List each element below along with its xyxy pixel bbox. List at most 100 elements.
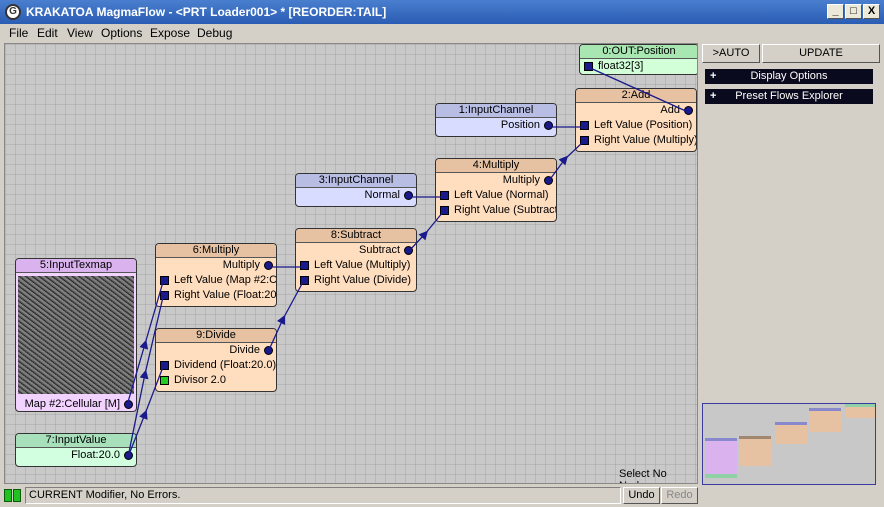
- output-socket-icon[interactable]: [544, 121, 553, 130]
- input-socket-icon[interactable]: [440, 191, 449, 200]
- menu-edit[interactable]: Edit: [37, 26, 58, 40]
- constant-socket-icon[interactable]: [160, 376, 169, 385]
- input-socket-row[interactable]: Right Value (Divide): [296, 273, 416, 288]
- output-socket-icon[interactable]: [264, 346, 273, 355]
- minimap-node: [705, 438, 737, 474]
- minimap-node: [705, 474, 737, 478]
- input-socket-row[interactable]: Left Value (Normal): [436, 188, 556, 203]
- input-socket-icon[interactable]: [580, 136, 589, 145]
- output-socket-row[interactable]: Subtract: [296, 243, 416, 258]
- minimap-node: [845, 404, 875, 418]
- socket-label: Subtract: [359, 244, 400, 256]
- socket-label: float32[3]: [598, 60, 644, 72]
- node-title[interactable]: 4:Multiply: [436, 159, 556, 173]
- output-socket-icon[interactable]: [684, 106, 693, 115]
- rollout-preset-flows-explorer[interactable]: + Preset Flows Explorer: [705, 89, 873, 104]
- menu-debug[interactable]: Debug: [197, 26, 233, 40]
- node-input-channel-normal[interactable]: 3:InputChannel Normal: [295, 173, 417, 207]
- node-multiply-4[interactable]: 4:Multiply Multiply Left Value (Normal) …: [435, 158, 557, 222]
- socket-label: Multiply: [222, 259, 260, 271]
- output-socket-row[interactable]: Position: [436, 118, 556, 133]
- menu-options[interactable]: Options: [101, 26, 143, 40]
- input-socket-icon[interactable]: [300, 276, 309, 285]
- input-socket-icon[interactable]: [440, 206, 449, 215]
- minimize-button[interactable]: _: [827, 4, 844, 19]
- output-socket-row[interactable]: Divide: [156, 343, 276, 358]
- input-socket-icon[interactable]: [584, 62, 593, 71]
- input-socket-row[interactable]: Left Value (Position): [576, 118, 696, 133]
- texture-preview: [18, 276, 134, 394]
- node-divide[interactable]: 9:Divide Divide Dividend (Float:20.0) Di…: [155, 328, 277, 392]
- node-title[interactable]: 3:InputChannel: [296, 174, 416, 188]
- close-button[interactable]: X: [863, 4, 880, 19]
- node-multiply-6[interactable]: 6:Multiply Multiply Left Value (Map #2:C…: [155, 243, 277, 307]
- maximize-button[interactable]: □: [845, 4, 862, 19]
- input-socket-row[interactable]: Divisor 2.0: [156, 373, 276, 388]
- app-logo-icon: G: [5, 4, 21, 20]
- update-button[interactable]: UPDATE: [762, 44, 880, 63]
- input-socket-row[interactable]: Dividend (Float:20.0): [156, 358, 276, 373]
- node-title[interactable]: 0:OUT:Position: [580, 45, 697, 59]
- input-socket-icon[interactable]: [300, 261, 309, 270]
- output-socket-icon[interactable]: [264, 261, 273, 270]
- output-socket-row[interactable]: Map #2:Cellular [M]: [16, 397, 136, 411]
- input-socket-row[interactable]: float32[3]: [580, 59, 697, 74]
- node-canvas[interactable]: 0:OUT:Position float32[3] 1:InputChannel…: [4, 43, 698, 484]
- node-title[interactable]: 7:InputValue: [16, 434, 136, 448]
- socket-label: Divide: [229, 344, 260, 356]
- redo-button[interactable]: Redo: [661, 487, 698, 504]
- socket-label: Right Value (Multiply): [594, 134, 697, 146]
- node-title[interactable]: 6:Multiply: [156, 244, 276, 258]
- node-add[interactable]: 2:Add Add Left Value (Position) Right Va…: [575, 88, 697, 152]
- expand-plus-icon: +: [710, 70, 717, 82]
- output-socket-row[interactable]: Add: [576, 103, 696, 118]
- input-socket-row[interactable]: Right Value (Multiply): [576, 133, 696, 148]
- status-ok-icon: [4, 489, 12, 502]
- input-socket-row[interactable]: Right Value (Float:20: [156, 288, 276, 303]
- node-input-channel-position[interactable]: 1:InputChannel Position: [435, 103, 557, 137]
- output-socket-icon[interactable]: [124, 451, 133, 460]
- output-socket-row[interactable]: Multiply: [436, 173, 556, 188]
- input-socket-icon[interactable]: [160, 361, 169, 370]
- input-socket-icon[interactable]: [160, 276, 169, 285]
- node-title[interactable]: 5:InputTexmap: [16, 259, 136, 273]
- input-socket-row[interactable]: Left Value (Map #2:C: [156, 273, 276, 288]
- output-socket-icon[interactable]: [124, 400, 133, 409]
- output-socket-row[interactable]: Normal: [296, 188, 416, 203]
- socket-label: Add: [660, 104, 680, 116]
- output-socket-icon[interactable]: [404, 191, 413, 200]
- socket-label: Float:20.0: [71, 449, 120, 461]
- menu-file[interactable]: File: [9, 26, 29, 40]
- node-out-position[interactable]: 0:OUT:Position float32[3]: [579, 44, 697, 75]
- menu-view[interactable]: View: [67, 26, 93, 40]
- undo-button[interactable]: Undo: [623, 487, 660, 504]
- output-socket-row[interactable]: Float:20.0: [16, 448, 136, 463]
- node-input-texmap[interactable]: 5:InputTexmap Map #2:Cellular [M]: [15, 258, 137, 412]
- input-socket-icon[interactable]: [580, 121, 589, 130]
- auto-button[interactable]: >AUTO: [702, 44, 760, 63]
- rollout-display-options[interactable]: + Display Options: [705, 69, 873, 84]
- node-title[interactable]: 1:InputChannel: [436, 104, 556, 118]
- node-title[interactable]: 9:Divide: [156, 329, 276, 343]
- node-title[interactable]: 8:Subtract: [296, 229, 416, 243]
- socket-label: Position: [500, 119, 540, 131]
- output-socket-icon[interactable]: [544, 176, 553, 185]
- node-title[interactable]: 2:Add: [576, 89, 696, 103]
- menu-bar: File Edit View Options Expose Debug: [0, 24, 884, 42]
- input-socket-icon[interactable]: [160, 291, 169, 300]
- output-socket-icon[interactable]: [404, 246, 413, 255]
- node-subtract[interactable]: 8:Subtract Subtract Left Value (Multiply…: [295, 228, 417, 292]
- window-title: KRAKATOA MagmaFlow - <PRT Loader001> * […: [26, 5, 387, 19]
- input-socket-row[interactable]: Left Value (Multiply): [296, 258, 416, 273]
- socket-label: Right Value (Float:20: [174, 289, 277, 301]
- socket-label: Left Value (Map #2:C: [174, 274, 277, 286]
- rollout-label: Display Options: [750, 70, 828, 82]
- node-input-value[interactable]: 7:InputValue Float:20.0: [15, 433, 137, 467]
- menu-expose[interactable]: Expose: [150, 26, 191, 40]
- output-socket-row[interactable]: Multiply: [156, 258, 276, 273]
- title-bar: G KRAKATOA MagmaFlow - <PRT Loader001> *…: [0, 0, 884, 24]
- socket-label: Dividend (Float:20.0): [174, 359, 277, 371]
- flow-minimap[interactable]: [702, 403, 876, 485]
- input-socket-row[interactable]: Right Value (Subtract: [436, 203, 556, 218]
- status-message: CURRENT Modifier, No Errors.: [25, 487, 621, 504]
